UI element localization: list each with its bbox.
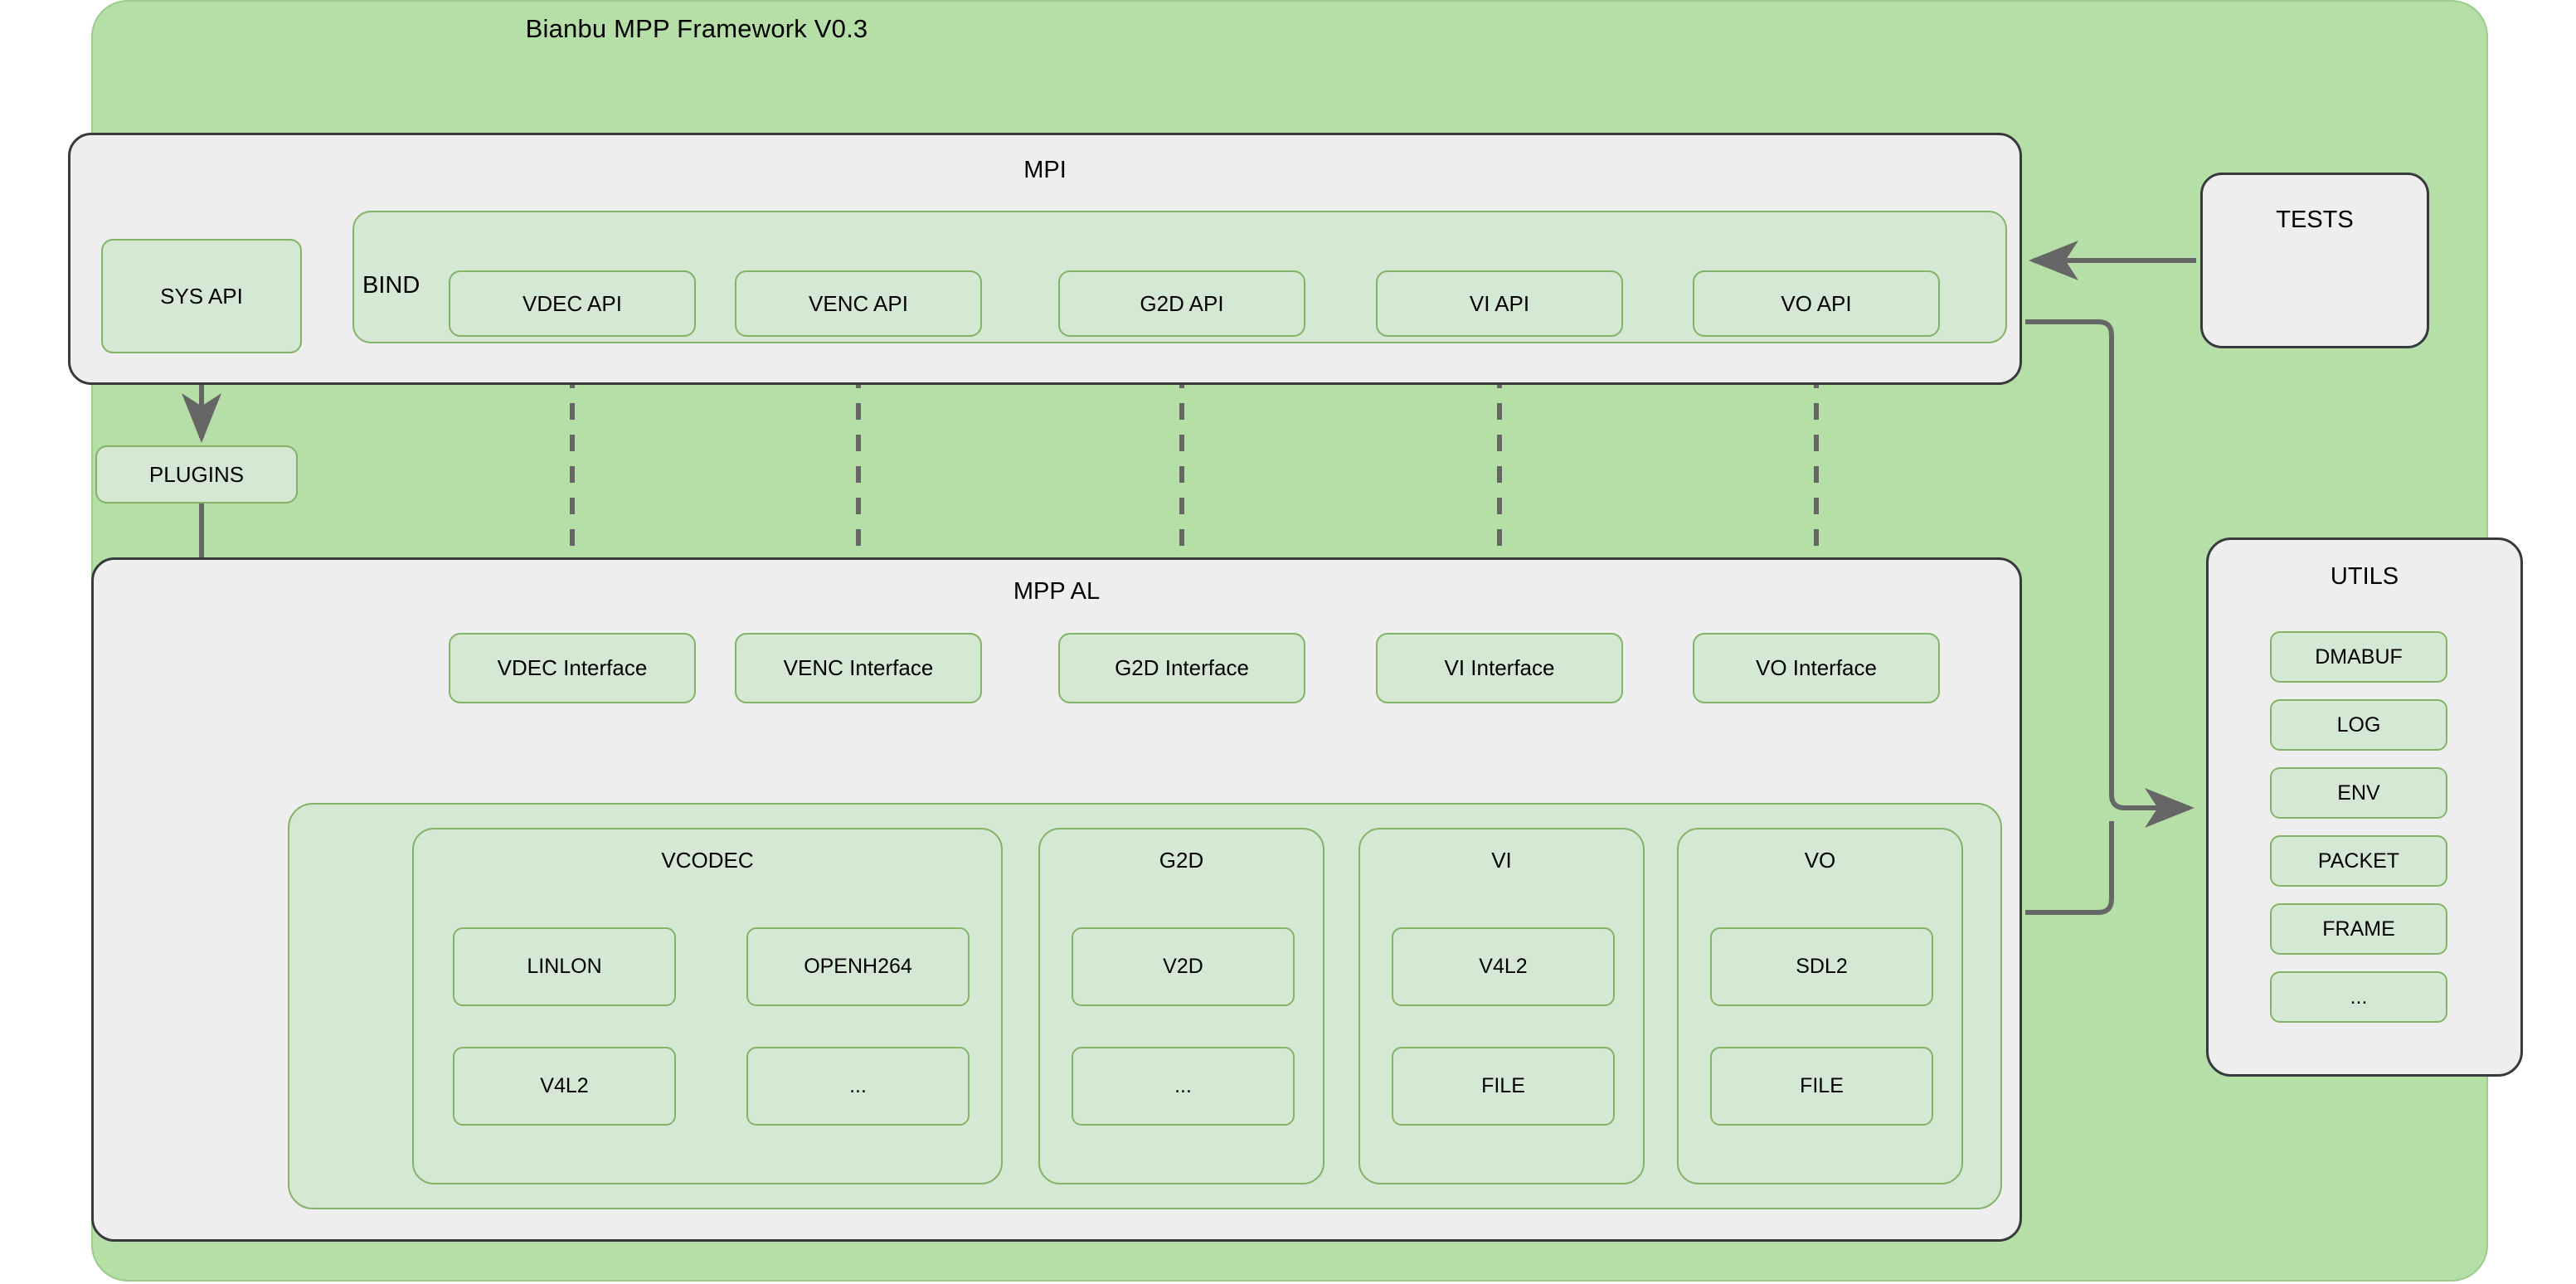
utils-item-dmabuf[interactable]: DMABUF	[2270, 631, 2447, 683]
vo-title: VO	[1804, 848, 1836, 873]
vi-interface-label: VI Interface	[1444, 655, 1555, 680]
vo-interface-label: VO Interface	[1756, 655, 1877, 680]
sys-api-box[interactable]: SYS API	[101, 239, 302, 353]
utils-title: UTILS	[2330, 563, 2399, 590]
utils-panel: UTILS DMABUF LOG ENV PACKET FRAME ...	[2206, 537, 2523, 1077]
utils-item-log[interactable]: LOG	[2270, 699, 2447, 751]
tests-label: TESTS	[2276, 207, 2354, 233]
g2d-interface-label: G2D Interface	[1115, 655, 1249, 680]
venc-api-label: VENC API	[809, 290, 908, 316]
vdec-api-label: VDEC API	[522, 290, 622, 316]
venc-interface-box[interactable]: VENC Interface	[735, 633, 982, 703]
g2d-item-v2d[interactable]: V2D	[1072, 927, 1295, 1006]
utils-item-env[interactable]: ENV	[2270, 767, 2447, 819]
g2d-module: G2D V2D ...	[1038, 828, 1324, 1184]
plugins-label: PLUGINS	[148, 461, 245, 487]
vo-api-box[interactable]: VO API	[1693, 270, 1940, 337]
vi-api-box[interactable]: VI API	[1376, 270, 1623, 337]
sys-api-label: SYS API	[160, 283, 243, 309]
g2d-title: G2D	[1159, 848, 1204, 873]
g2d-item-more[interactable]: ...	[1072, 1047, 1295, 1126]
vi-item-file[interactable]: FILE	[1392, 1047, 1615, 1126]
vo-item-file[interactable]: FILE	[1710, 1047, 1933, 1126]
tests-panel[interactable]: TESTS	[2200, 173, 2429, 348]
vi-item-v4l2[interactable]: V4L2	[1392, 927, 1615, 1006]
plugins-box[interactable]: PLUGINS	[95, 445, 298, 503]
vdec-interface-label: VDEC Interface	[497, 655, 648, 680]
utils-item-more[interactable]: ...	[2270, 971, 2447, 1023]
vcodec-module: VCODEC LINLON OPENH264 V4L2 ...	[412, 828, 1003, 1184]
vo-module: VO SDL2 FILE	[1677, 828, 1963, 1184]
vcodec-title: VCODEC	[661, 848, 754, 873]
vi-api-label: VI API	[1469, 290, 1530, 316]
vcodec-item-linlon[interactable]: LINLON	[453, 927, 676, 1006]
g2d-api-label: G2D API	[1140, 290, 1224, 316]
utils-item-packet[interactable]: PACKET	[2270, 835, 2447, 887]
mpp-al-title: MPP AL	[1013, 578, 1101, 605]
vo-api-label: VO API	[1781, 290, 1852, 316]
vi-interface-box[interactable]: VI Interface	[1376, 633, 1623, 703]
venc-interface-label: VENC Interface	[783, 655, 934, 680]
vdec-api-box[interactable]: VDEC API	[449, 270, 696, 337]
vi-module: VI V4L2 FILE	[1358, 828, 1645, 1184]
bind-label: BIND	[362, 271, 420, 299]
framework-title: Bianbu MPP Framework V0.3	[525, 14, 868, 43]
vcodec-item-openh264[interactable]: OPENH264	[746, 927, 970, 1006]
vdec-interface-box[interactable]: VDEC Interface	[449, 633, 696, 703]
vo-item-sdl2[interactable]: SDL2	[1710, 927, 1933, 1006]
g2d-api-box[interactable]: G2D API	[1058, 270, 1305, 337]
vcodec-item-v4l2[interactable]: V4L2	[453, 1047, 676, 1126]
mpi-title: MPI	[1023, 157, 1067, 183]
g2d-interface-box[interactable]: G2D Interface	[1058, 633, 1305, 703]
vo-interface-box[interactable]: VO Interface	[1693, 633, 1940, 703]
utils-item-frame[interactable]: FRAME	[2270, 903, 2447, 955]
venc-api-box[interactable]: VENC API	[735, 270, 982, 337]
vcodec-item-more[interactable]: ...	[746, 1047, 970, 1126]
vi-title: VI	[1491, 848, 1512, 873]
